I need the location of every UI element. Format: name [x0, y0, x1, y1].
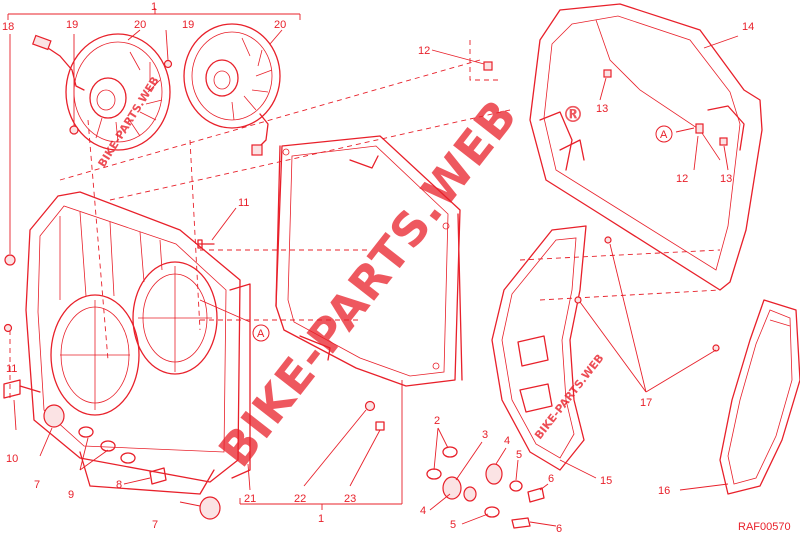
callout-5-bottom: 5 — [450, 519, 456, 531]
callout-13-top: 13 — [596, 103, 608, 115]
callout-1-top: 1 — [151, 1, 157, 13]
radiator — [275, 135, 463, 487]
bottom-left-parts — [3, 379, 221, 520]
callout-6-top: 6 — [548, 473, 554, 485]
svg-text:A: A — [660, 129, 668, 141]
callout-3: 3 — [482, 429, 488, 441]
callout-11-mid: 11 — [238, 197, 249, 209]
bracket-21 — [247, 463, 251, 491]
drawing-ref: RAF00570 — [738, 521, 791, 533]
bolt-11-mid — [197, 207, 237, 249]
small-parts-top-left — [4, 29, 283, 266]
callout-19-left: 19 — [66, 19, 78, 31]
marker-a-right: A — [655, 125, 673, 143]
cover-16 — [679, 299, 800, 495]
callout-19-right: 19 — [182, 19, 194, 31]
callout-23: 23 — [344, 493, 356, 505]
callout-18: 18 — [2, 21, 14, 33]
item-1-bottom-bracket — [239, 380, 403, 510]
callout-7-bottom: 7 — [152, 519, 158, 531]
hardware-group — [426, 427, 557, 529]
callout-2: 2 — [434, 415, 440, 427]
callout-15: 15 — [600, 475, 612, 487]
fan-shroud — [25, 191, 251, 495]
callout-9: 9 — [68, 489, 74, 501]
svg-text:A: A — [257, 328, 265, 340]
callout-7-left: 7 — [34, 479, 40, 491]
callout-16: 16 — [658, 485, 670, 497]
callout-20-right: 20 — [274, 19, 286, 31]
callout-6-bottom: 6 — [556, 523, 562, 535]
callout-14: 14 — [742, 21, 754, 33]
callout-4-top: 4 — [504, 435, 510, 447]
leaders-17 — [579, 243, 717, 393]
watermark-small-left: BIKE-PARTS.WEB — [96, 74, 162, 169]
dashed-guides — [9, 40, 721, 400]
air-duct-14 — [431, 3, 763, 291]
callouts: 18 19 20 19 20 12 13 14 12 13 11 11 10 7… — [2, 19, 791, 535]
callout-21: 21 — [244, 493, 256, 505]
callout-22: 22 — [294, 493, 306, 505]
fan-right — [183, 23, 281, 156]
item-1-top-bracket: 1 — [7, 1, 301, 20]
marker-a-left: A — [199, 299, 270, 342]
callout-12-right: 12 — [676, 173, 688, 185]
callout-8: 8 — [116, 479, 122, 491]
callout-11-left: 11 — [6, 363, 17, 375]
watermark-small-right: BIKE-PARTS.WEB — [532, 352, 606, 442]
side-panel-15 — [491, 225, 612, 479]
fan-left — [32, 33, 171, 151]
callout-17: 17 — [640, 397, 652, 409]
callout-13-right: 13 — [720, 173, 732, 185]
callout-12-top: 12 — [418, 45, 430, 57]
callout-10: 10 — [6, 453, 18, 465]
callout-20-left: 20 — [134, 19, 146, 31]
callout-4-bottom: 4 — [420, 505, 426, 517]
watermark: BIKE-PARTS.WEB ® BIKE-PARTS.WEB BIKE-PAR… — [96, 74, 607, 476]
callout-1-bottom: 1 — [318, 513, 324, 525]
callout-5-top: 5 — [516, 449, 522, 461]
watermark-registered: ® — [562, 103, 585, 128]
bolt-11-left — [3, 323, 13, 333]
